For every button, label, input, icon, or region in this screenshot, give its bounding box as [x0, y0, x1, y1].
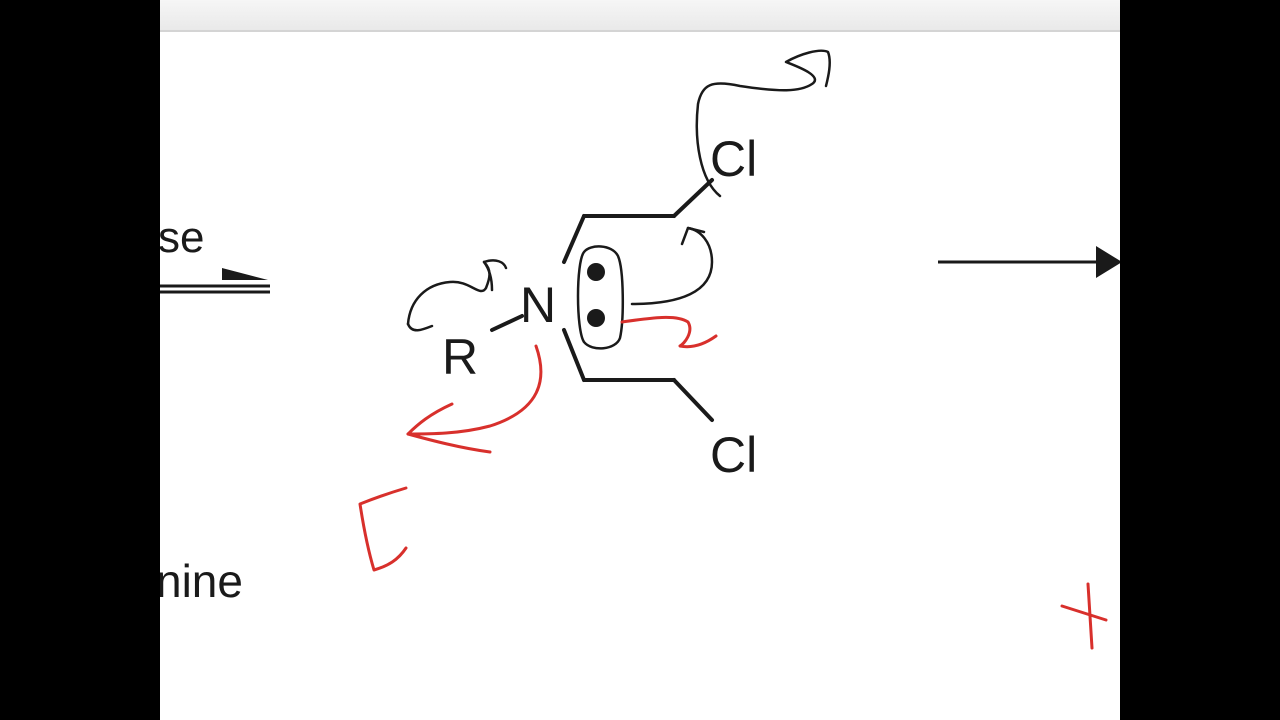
bond-to-cl-bottom	[672, 378, 714, 422]
lone-pair-circle	[576, 245, 625, 350]
right-reaction-arrow	[938, 246, 1120, 278]
left-reaction-arrow	[160, 268, 270, 294]
curved-arrow-over-r	[406, 260, 491, 326]
red-curved-arrow-lone-pair	[620, 315, 718, 349]
curved-arrow-head-2	[482, 259, 508, 292]
reaction-diagram: se nine N R Cl Cl	[160, 49, 1120, 650]
nitrogen-atom-label: N	[520, 277, 556, 333]
bond-to-cl-top	[672, 178, 714, 218]
letterbox-right	[1120, 0, 1280, 720]
red-plus-horizontal	[1060, 604, 1108, 622]
red-bracket-mark	[358, 486, 408, 572]
reagent-label: se	[160, 213, 204, 262]
red-plus-vertical	[1086, 582, 1094, 650]
curved-arrow-tail-r	[406, 322, 434, 332]
letterbox-left	[0, 0, 160, 720]
curved-arrow-lone-pair-to-bond	[630, 226, 714, 306]
lone-pair-electron-1	[587, 263, 605, 281]
red-curved-arrow-from-n	[406, 344, 543, 436]
top-toolbar-strip	[160, 0, 1120, 32]
red-annotations	[358, 315, 1108, 650]
chlorine-top-label: Cl	[710, 131, 757, 187]
lone-pair-electron-2	[587, 309, 605, 327]
red-arrow-head-left	[406, 402, 492, 454]
r-group-label: R	[442, 329, 478, 385]
squiggle-around-cl-top	[695, 49, 831, 198]
caption-fragment: nine	[160, 555, 243, 607]
whiteboard: se nine N R Cl Cl	[160, 0, 1120, 720]
bond-n-up	[562, 214, 586, 264]
bond-n-down	[562, 328, 586, 382]
curved-arrow-head-1	[680, 226, 706, 246]
bond-r-n	[490, 314, 524, 332]
lone-pair	[576, 245, 625, 350]
black-annotations	[406, 49, 831, 332]
chlorine-bottom-label: Cl	[710, 427, 757, 483]
molecule-bonds	[490, 178, 714, 422]
